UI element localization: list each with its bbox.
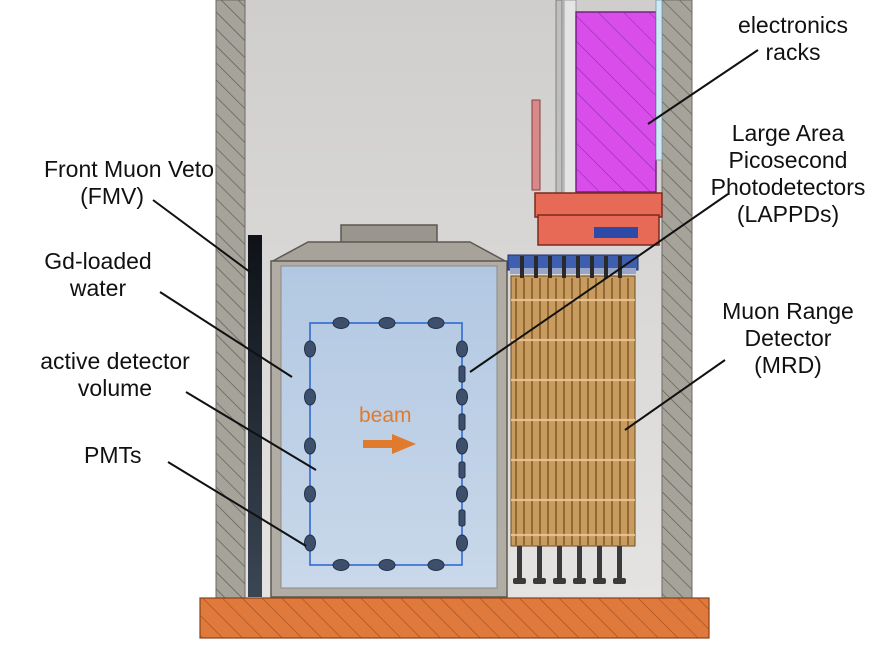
label-lappd-line4: (LAPPDs)	[736, 201, 840, 227]
label-active-volume-line2: volume	[77, 375, 153, 401]
label-fmv: Front Muon Veto (FMV)	[10, 156, 214, 210]
muon-range-detector	[507, 254, 639, 584]
label-mrd: Muon Range Detector (MRD)	[706, 298, 870, 379]
label-fmv-line2: (FMV)	[80, 183, 144, 209]
label-lappd-line2: Picosecond	[728, 147, 848, 173]
label-active-volume-line1: active detector	[40, 348, 190, 374]
label-mrd-line2: Detector	[744, 325, 832, 351]
hall-right-wall	[661, 0, 693, 599]
label-gd-water: Gd-loaded water	[38, 248, 158, 302]
floor-slab	[199, 597, 710, 639]
label-electronics: electronics racks	[713, 12, 873, 66]
label-beam: beam	[359, 404, 412, 427]
label-fmv-line1: Front Muon Veto	[43, 156, 214, 182]
label-lappd: Large Area Picosecond Photodetectors (LA…	[700, 120, 876, 228]
label-gd-water-line2: water	[69, 275, 127, 301]
pmt-array	[304, 317, 468, 571]
label-lappd-line3: Photodetectors	[710, 174, 866, 200]
beam-arrow	[363, 434, 416, 454]
hall-left-wall	[215, 0, 246, 599]
label-electronics-line1: electronics	[738, 12, 848, 38]
label-pmts: PMTs	[84, 442, 142, 468]
front-muon-veto	[248, 235, 262, 597]
electronics-racks	[531, 0, 663, 246]
label-electronics-line2: racks	[765, 39, 821, 65]
label-active-volume: active detector volume	[28, 348, 202, 402]
label-lappd-line1: Large Area	[731, 120, 845, 146]
label-mrd-line1: Muon Range	[722, 298, 854, 324]
leader-lines	[152, 49, 759, 547]
label-mrd-line3: (MRD)	[754, 352, 822, 378]
label-gd-water-line1: Gd-loaded	[44, 248, 152, 274]
